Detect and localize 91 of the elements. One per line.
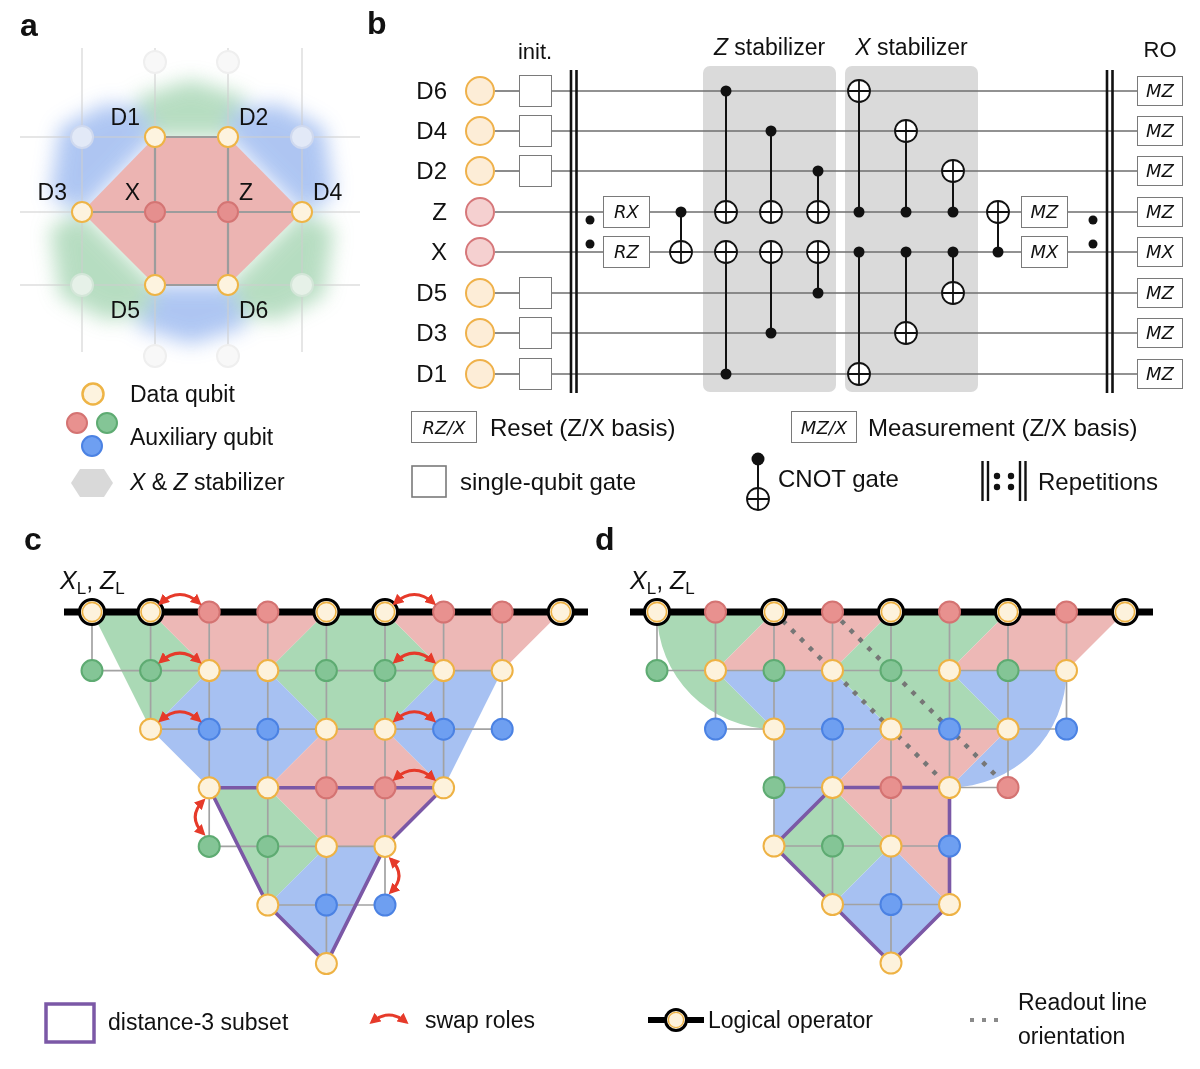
single-qubit-gate: [519, 317, 552, 349]
legend-text: Reset (Z/X basis): [490, 412, 676, 442]
legend-text: Auxiliary qubit: [130, 423, 274, 451]
measurement-gate: MZ: [1137, 318, 1183, 348]
reset-gate: RZ: [603, 236, 650, 268]
qubit-label: D5: [110, 297, 140, 323]
qubit-wire: [551, 373, 1138, 375]
single-qubit-gate: [519, 115, 552, 147]
measurement-gate: MZ: [1137, 278, 1183, 308]
qubit-label: X: [431, 238, 447, 266]
measurement-gate: MZ: [1021, 196, 1068, 228]
coupler-line: [226, 148, 230, 201]
qubit-wire: [551, 170, 1138, 172]
qubit-label: D3: [37, 179, 67, 205]
single-qubit-gate: [519, 358, 552, 390]
legend-text: single-qubit gate: [460, 466, 637, 496]
data-qubit: [465, 278, 495, 308]
legend-text: swap roles: [425, 1006, 535, 1034]
legend-text: distance-3 subset: [108, 1008, 289, 1036]
qubit-label: D5: [416, 279, 447, 307]
panel-letter: a: [20, 6, 38, 44]
qubit-wire: [1067, 211, 1138, 213]
qubit-label: D4: [416, 117, 447, 145]
measurement-gate: MZ: [1137, 359, 1183, 389]
qubit-label: D2: [416, 157, 447, 185]
measurement-gate: MZ: [1137, 197, 1183, 227]
qubit-label: D1: [110, 104, 140, 130]
measurement-gate-symbol: MZ/X: [791, 411, 857, 443]
qubit-wire: [494, 251, 604, 253]
operator-label: X$_{L}$, Z$_{L}$: [630, 565, 695, 595]
measurement-gate: MX: [1021, 236, 1068, 268]
auxiliary-qubit: [465, 237, 495, 267]
coupler-line: [226, 223, 230, 274]
data-qubit: [465, 318, 495, 348]
qubit-wire: [551, 292, 1138, 294]
qubit-label: Z: [432, 198, 447, 226]
legend-text: Readout line orientation: [1018, 988, 1149, 1051]
data-qubit: [465, 76, 495, 106]
coupler-line: [166, 283, 217, 287]
operator-label: X$_{L}$, Z$_{L}$: [60, 565, 125, 595]
data-qubit: [465, 156, 495, 186]
legend-text: Logical operator: [708, 1006, 873, 1034]
single-qubit-gate: [519, 277, 552, 309]
coupler-line: [153, 223, 157, 274]
qubit-wire: [494, 90, 520, 92]
legend-text: CNOT gate: [778, 463, 899, 493]
qubit-label: D6: [416, 77, 447, 105]
reset-gate: RX: [603, 196, 650, 228]
measurement-gate: MX: [1137, 237, 1183, 267]
band-title: X stabilizer: [855, 33, 968, 61]
qubit-label: D3: [416, 319, 447, 347]
qubit-wire: [551, 130, 1138, 132]
panel-letter: b: [367, 4, 387, 42]
qubit-label: Z: [239, 179, 254, 205]
qubit-wire: [494, 373, 520, 375]
panel-letter: c: [24, 520, 42, 558]
qubit-wire: [494, 292, 520, 294]
qubit-wire: [494, 130, 520, 132]
data-qubit: [465, 359, 495, 389]
reset-gate-symbol: RZ/X: [411, 411, 477, 443]
qubit-wire: [494, 170, 520, 172]
coupler-line: [166, 210, 217, 214]
measurement-gate: MZ: [1137, 76, 1183, 106]
qubit-wire: [494, 332, 520, 334]
single-qubit-gate: [519, 75, 552, 107]
qubit-wire: [551, 90, 1138, 92]
qubit-label: D4: [313, 179, 343, 205]
qubit-label: X: [124, 179, 140, 205]
data-qubit: [465, 116, 495, 146]
column-header: RO: [1143, 37, 1177, 63]
coupler-line: [93, 210, 144, 214]
coupler-line: [239, 210, 291, 214]
qubit-wire: [1067, 251, 1138, 253]
measurement-gate: MZ: [1137, 156, 1183, 186]
measurement-gate: MZ: [1137, 116, 1183, 146]
panel-letter: d: [595, 520, 615, 558]
qubit-label: D1: [416, 360, 447, 388]
legend-text: X & Z stabilizer: [130, 468, 285, 496]
qubit-wire: [551, 332, 1138, 334]
legend-text: Repetitions: [1038, 466, 1159, 496]
coupler-line: [153, 148, 157, 201]
qubit-wire: [494, 211, 604, 213]
qubit-label: D6: [239, 297, 269, 323]
qubit-label: D2: [239, 104, 269, 130]
column-header: init.: [517, 39, 553, 65]
band-title: Z stabilizer: [713, 33, 826, 61]
auxiliary-qubit: [465, 197, 495, 227]
single-qubit-gate: [519, 155, 552, 187]
legend-text: Data qubit: [130, 380, 235, 408]
coupler-line: [166, 135, 217, 139]
legend-text: Measurement (Z/X basis): [868, 412, 1138, 442]
